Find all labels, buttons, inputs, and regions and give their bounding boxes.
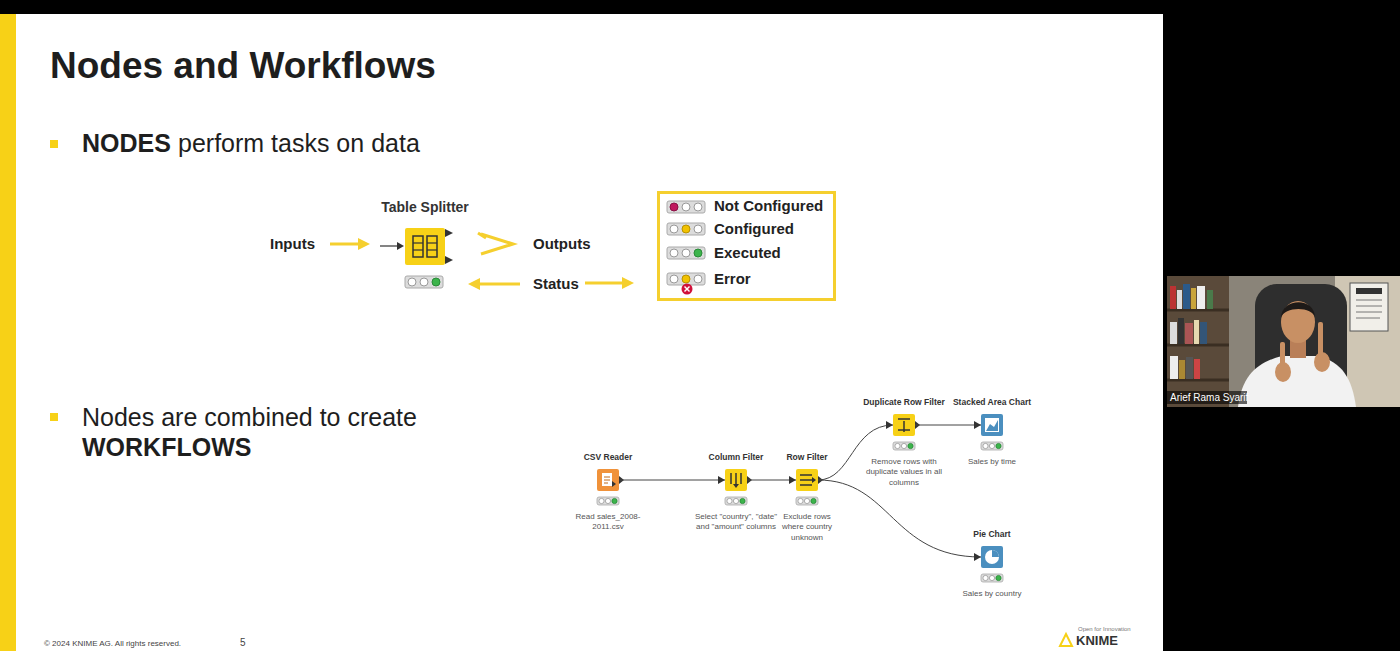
bullet-text: perform tasks on data [178,129,420,158]
legend-item: Configured [714,220,794,237]
node-title: Column Filter [709,453,764,463]
node-title: Row Filter [786,453,827,463]
slide-label: Inputs [270,235,315,252]
knime-node: Pie ChartSales by country [981,546,1003,568]
connector [915,425,981,426]
knime-node: CSV ReaderRead sales_2008-2011.csv [597,469,619,491]
node-description-group: Select "country", "date" and "amount" co… [692,512,780,533]
slide-label: Status [533,275,579,292]
knime-node: Duplicate Row FilterRemove rows with dup… [893,414,915,436]
slide-title: Nodes and Workflows [50,45,436,87]
node-description-group: Remove rows with duplicate values in all… [856,457,952,488]
bullet-text: NODES [82,129,171,158]
knime-node: Column FilterSelect "country", "date" an… [725,469,747,491]
slide-label: © 2024 KNIME AG. All rights reserved. [44,639,181,648]
node-description: Read sales_2008-2011.csv [563,512,653,533]
slide-label: Outputs [533,235,591,252]
legend-item: Not Configured [714,197,823,214]
node-title: Stacked Area Chart [953,398,1031,408]
node-description: Exclude rows where country unknown [774,512,840,543]
slide-label: Open for Innovation [1078,626,1131,633]
presenter-name: Arief Rama Syarif [1170,392,1248,404]
node-description-group: Sales by country [952,589,1032,599]
bullet-text: Nodes are combined to create [82,403,417,432]
node-title: Pie Chart [973,530,1010,540]
node-description-group: Exclude rows where country unknown [774,512,840,543]
legend-item: Error [714,270,751,287]
node-title: Duplicate Row Filter [863,398,945,408]
node-description: Sales by time [952,457,1032,467]
connector [818,480,981,557]
knime-node: Table Splitter [405,228,445,265]
node-description: Sales by country [952,589,1032,599]
node-title: CSV Reader [584,453,633,463]
connector [747,480,796,481]
legend-item: Executed [714,244,781,261]
node-description-group: Sales by time [952,457,1032,467]
node-title: Table Splitter [381,199,469,215]
node-description: Remove rows with duplicate values in all… [856,457,952,488]
bullet-text: WORKFLOWS [82,433,251,462]
slide-label: KNIME [1076,634,1118,649]
connector [619,480,725,481]
knime-node: Row FilterExclude rows where country unk… [796,469,818,491]
knime-node: Stacked Area ChartSales by time [981,414,1003,436]
slide-label: 5 [240,637,246,649]
node-description-group: Read sales_2008-2011.csv [563,512,653,533]
node-description: Select "country", "date" and "amount" co… [692,512,780,533]
